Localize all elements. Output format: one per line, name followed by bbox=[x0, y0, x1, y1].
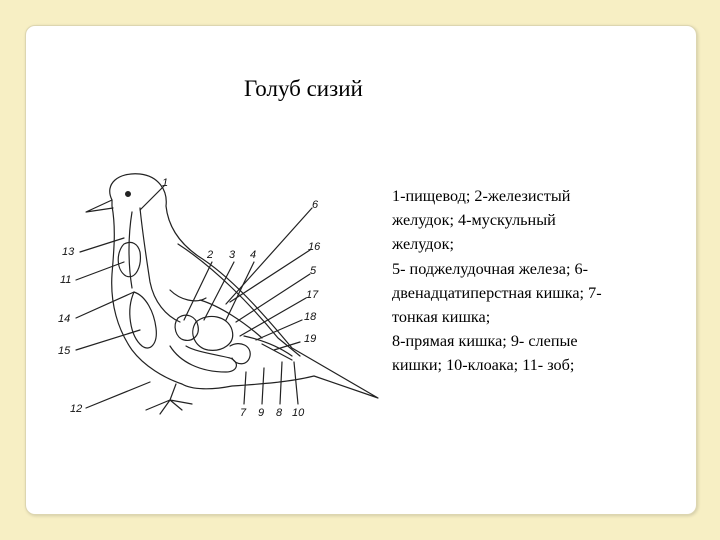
intestines bbox=[229, 335, 293, 365]
label-6: 6 bbox=[312, 199, 319, 211]
beak bbox=[85, 199, 114, 213]
eye bbox=[124, 191, 131, 198]
legend-line: 8-прямая кишка; 9- слепые bbox=[392, 332, 578, 351]
wing bbox=[177, 243, 301, 357]
label-8: 8 bbox=[276, 407, 283, 419]
liver bbox=[129, 291, 157, 349]
label-18: 18 bbox=[304, 311, 317, 323]
label-16: 16 bbox=[308, 241, 321, 253]
label-4: 4 bbox=[250, 249, 256, 261]
legend-line: желудок; 4-мускульный bbox=[392, 211, 556, 230]
leader-line-17 bbox=[239, 297, 307, 337]
label-5: 5 bbox=[310, 265, 317, 277]
leader-line-16 bbox=[229, 249, 311, 303]
slide-title: Голуб сизий bbox=[244, 76, 363, 101]
crop bbox=[117, 241, 141, 278]
bird-outline bbox=[109, 173, 379, 399]
glandular-stomach bbox=[174, 314, 199, 341]
leader-line-4 bbox=[225, 261, 255, 321]
label-10: 10 bbox=[292, 407, 305, 419]
leader-line-1 bbox=[139, 185, 165, 211]
legend-line: желудок; bbox=[392, 235, 454, 254]
rectum bbox=[261, 343, 293, 361]
leader-line-10 bbox=[293, 361, 299, 405]
label-12: 12 bbox=[70, 403, 82, 415]
label-2: 2 bbox=[206, 249, 213, 261]
kidney bbox=[169, 289, 263, 339]
leg bbox=[145, 383, 193, 415]
leader-line-19 bbox=[273, 341, 301, 351]
legend-line: кишки; 10-клоака; 11- зоб; bbox=[392, 356, 575, 375]
esophagus bbox=[139, 207, 181, 323]
label-17: 17 bbox=[306, 289, 319, 301]
label-13: 13 bbox=[62, 246, 75, 258]
label-1: 1 bbox=[162, 177, 168, 189]
legend-text: 1-пищевод; 2-железистый желудок; 4-муску… bbox=[392, 184, 692, 378]
leader-line-11 bbox=[75, 261, 125, 281]
leader-line-8 bbox=[279, 361, 283, 405]
label-9: 9 bbox=[258, 407, 264, 419]
leader-line-13 bbox=[79, 237, 125, 253]
legend-line: 1-пищевод; 2-железистый bbox=[392, 187, 571, 205]
leader-line-18 bbox=[255, 319, 303, 341]
label-19: 19 bbox=[304, 333, 316, 345]
legend-line: 5- поджелудочная железа; 6- bbox=[392, 259, 588, 278]
leader-line-7 bbox=[243, 371, 247, 405]
label-3: 3 bbox=[229, 249, 236, 261]
legend-line: тонкая кишка; bbox=[392, 308, 491, 327]
leader-line-5 bbox=[235, 273, 311, 323]
leader-line-15 bbox=[75, 329, 141, 351]
leader-line-2 bbox=[183, 261, 213, 321]
label-11: 11 bbox=[60, 274, 71, 286]
legend-line: двенадцатиперстная кишка; 7- bbox=[392, 283, 602, 302]
label-7: 7 bbox=[240, 407, 247, 419]
label-14: 14 bbox=[58, 313, 70, 325]
duodenum bbox=[169, 345, 237, 373]
leader-line-9 bbox=[261, 367, 265, 405]
gizzard bbox=[192, 315, 234, 351]
slide-card bbox=[25, 25, 697, 515]
leader-line-6 bbox=[225, 207, 313, 305]
leader-line-12 bbox=[85, 381, 151, 409]
leader-line-14 bbox=[75, 291, 135, 319]
label-15: 15 bbox=[58, 345, 71, 357]
leader-line-3 bbox=[203, 261, 235, 321]
trachea bbox=[128, 211, 133, 289]
